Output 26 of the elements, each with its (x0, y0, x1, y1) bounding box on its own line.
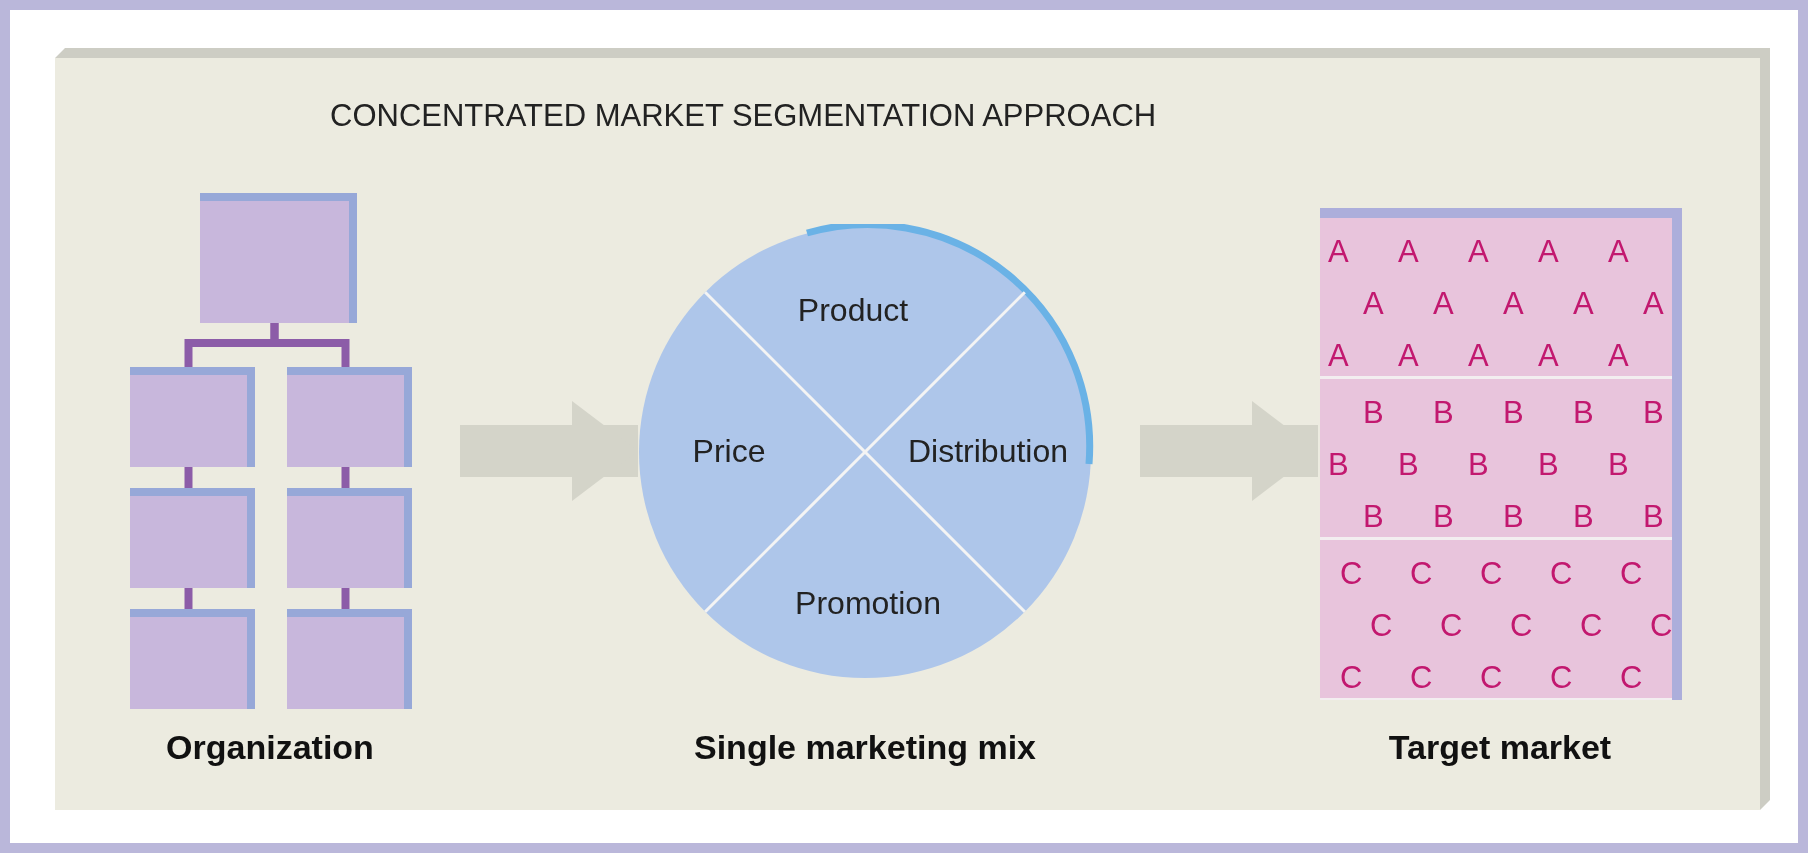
org-chart-box (287, 367, 412, 467)
quadrant-label: Promotion (795, 585, 941, 622)
letter-grid: B B B B B B B B B B B B B B B (1328, 394, 1665, 536)
segment-band (1320, 540, 1672, 698)
org-chart-box (200, 193, 357, 323)
org-chart-line (184, 588, 193, 609)
node-label: Organization (165, 728, 375, 767)
node-label: Single marketing mix (693, 728, 1037, 767)
diagram-title: CONCENTRATED MARKET SEGMENTATION APPROACH (330, 98, 1157, 134)
block-arrow (1140, 401, 1318, 501)
org-chart-line (184, 467, 193, 488)
letter-grid: C C C C C C C C C C C C C C C (1339, 555, 1674, 697)
quadrant-label: Product (797, 292, 909, 329)
node-label: Target market (1387, 728, 1613, 767)
block-arrow (460, 401, 638, 501)
org-chart-box (287, 609, 412, 709)
org-chart-line (341, 588, 350, 609)
org-chart-box (287, 488, 412, 588)
org-chart-box (130, 367, 255, 467)
org-chart-line (341, 467, 350, 488)
letter-grid: A A A A A A A A A A A A A A A (1328, 233, 1665, 375)
quadrant-label: Distribution (907, 433, 1069, 470)
org-chart-line (270, 323, 350, 367)
quadrant-label: Price (692, 433, 766, 470)
org-chart-box (130, 488, 255, 588)
org-chart-box (130, 609, 255, 709)
